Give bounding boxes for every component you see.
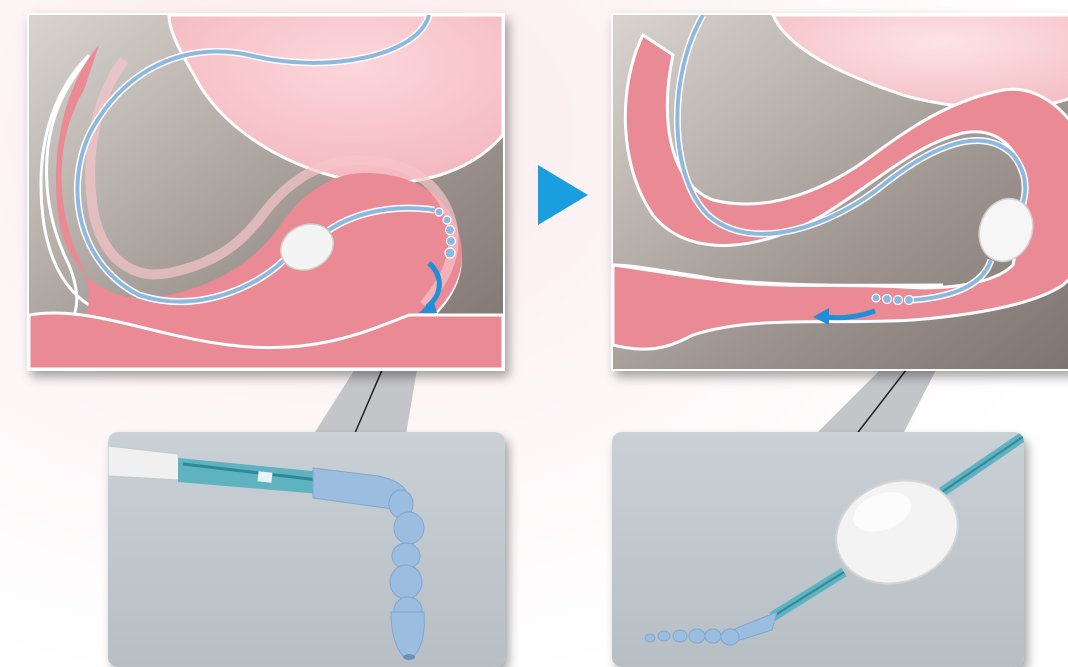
triangle-right-icon (538, 165, 588, 225)
catheter-tip-closeup (108, 432, 505, 667)
before-scene-panel (27, 13, 505, 371)
before-zoom-panel (108, 432, 505, 667)
after-anatomy-illustration (613, 15, 1068, 369)
before-anatomy-illustration (29, 15, 503, 369)
after-scene-panel (611, 13, 1068, 371)
after-zoom-panel (612, 432, 1024, 667)
balloon-closeup (612, 432, 1024, 667)
